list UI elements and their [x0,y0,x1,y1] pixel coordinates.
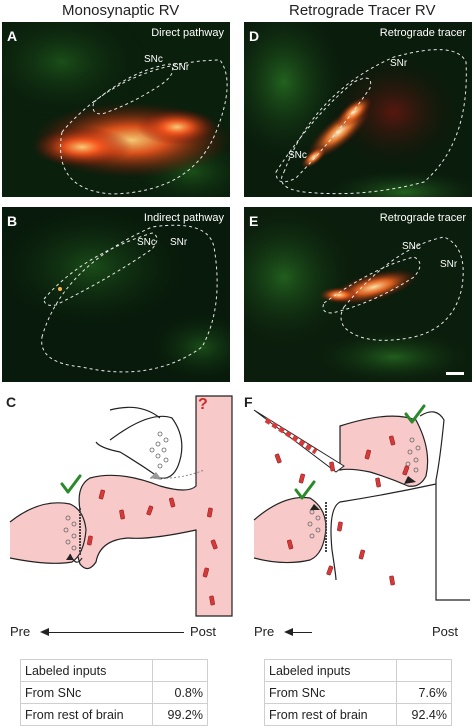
micrograph-panel-e: E Retrograde tracer SNc SNr [244,207,472,382]
micrograph-a-image [2,22,230,197]
question-mark: ? [198,396,208,413]
panel-a-snr-label: SNr [172,62,190,73]
table-row: From rest of brain 92.4% [263,703,452,726]
right-arrow-line [292,632,312,633]
schematic-c-drawing [9,395,233,617]
table-header-cell: Labeled inputs [19,659,154,682]
left-post-label: Post [190,624,217,639]
table-row-value: 92.4% [396,703,452,726]
panel-d-letter: D [249,28,260,44]
left-column-title: Monosynaptic RV [62,2,180,19]
scale-bar [446,372,464,375]
table-row-label: From rest of brain [263,703,398,726]
right-inputs-table: Labeled inputs From SNc 7.6% From rest o… [263,659,452,726]
panel-d-snc-label: SNc [288,150,307,161]
table-row-label: From SNc [19,681,154,704]
schematic-f: F [240,390,474,620]
right-post-label: Post [432,624,459,639]
micrograph-panel-d: D Retrograde tracer SNc SNr [244,22,472,197]
panel-b-title: Indirect pathway [143,212,224,224]
micrograph-panel-b: B Indirect pathway SNc SNr [2,207,230,382]
table-row: From SNc 7.6% [263,681,452,704]
panel-a-snc-label: SNc [144,54,163,65]
table-header-row: Labeled inputs [19,659,208,682]
table-header-empty [152,659,208,682]
table-row: From SNc 0.8% [19,681,208,704]
table-row-value: 7.6% [396,681,452,704]
panel-b-snr-label: SNr [170,237,188,248]
panel-a-title: Direct pathway [151,27,224,39]
right-column-title: Retrograde Tracer RV [289,2,436,19]
schematic-c: C [0,390,236,620]
panel-e-letter: E [249,213,259,229]
left-arrow-line [48,632,184,633]
table-header-empty [396,659,452,682]
left-arrowhead [40,628,49,636]
table-row-value: 99.2% [152,703,208,726]
panel-e-snc-label: SNc [402,241,421,252]
table-row: From rest of brain 99.2% [19,703,208,726]
panel-d-title: Retrograde tracer [379,27,466,39]
panel-e-snr-label: SNr [440,259,458,270]
table-row-label: From SNc [263,681,398,704]
right-pre-label: Pre [254,624,275,639]
micrograph-d-image [244,22,472,197]
micrograph-e-image [244,207,472,382]
schematic-c-letter: C [6,394,17,410]
panel-b-snc-label: SNc [137,237,156,248]
table-row-label: From rest of brain [19,703,154,726]
schematic-f-drawing [253,404,470,601]
right-arrowhead [284,628,293,636]
table-header-row: Labeled inputs [263,659,452,682]
left-pre-label: Pre [10,624,31,639]
schematic-f-letter: F [244,394,253,410]
left-inputs-table: Labeled inputs From SNc 0.8% From rest o… [19,659,208,726]
micrograph-panel-a: A Direct pathway SNc SNr [2,22,230,197]
panel-d-snr-label: SNr [390,58,408,69]
panel-b-letter: B [7,213,18,229]
panel-a-letter: A [7,28,18,44]
micrograph-b-image [2,207,230,382]
table-header-cell: Labeled inputs [263,659,398,682]
panel-e-title: Retrograde tracer [379,212,466,224]
table-row-value: 0.8% [152,681,208,704]
